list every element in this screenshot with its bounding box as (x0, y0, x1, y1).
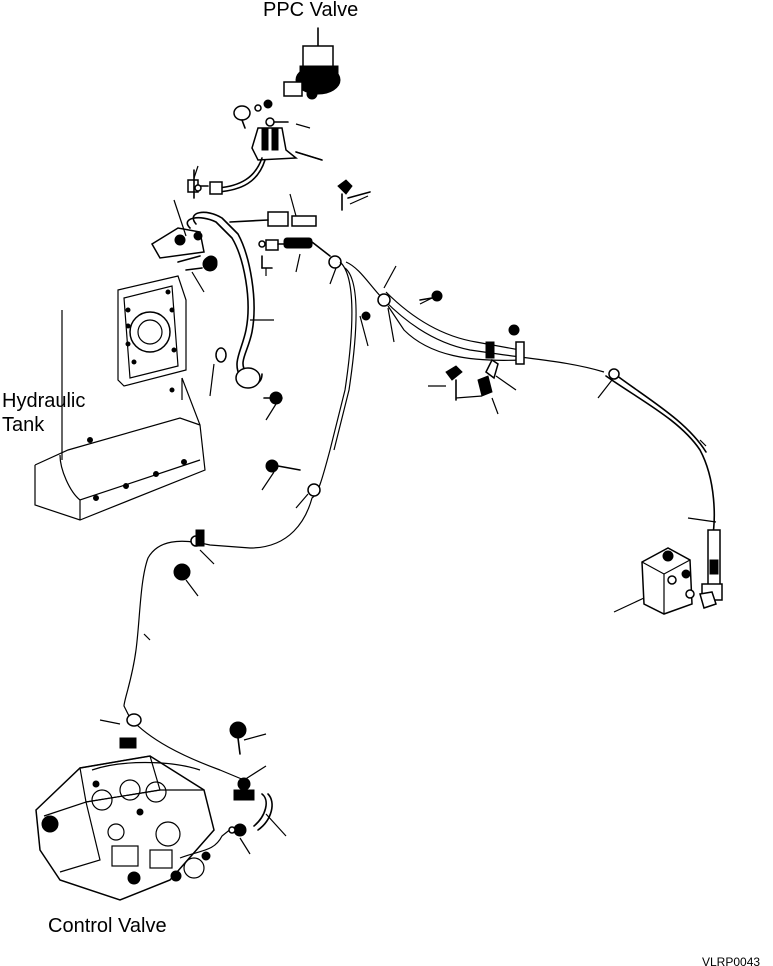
hose-to-control-valve (123, 261, 357, 781)
control-valve-label: Control Valve (48, 915, 167, 937)
pipe-assembly (150, 211, 317, 389)
ppc-valve-label: PPC Valve (263, 0, 359, 21)
tank-label: Tank (2, 414, 45, 436)
hydraulic-label: Hydraulic (2, 390, 86, 412)
right-valve-block (641, 547, 717, 615)
hose-fittings-top (204, 179, 371, 269)
reference-code: VLRP0043 (702, 955, 761, 966)
leader-lines (99, 123, 717, 855)
bolts (263, 391, 301, 473)
control-valve-drawing (35, 713, 273, 901)
hydraulic-tank-drawing (34, 275, 206, 521)
ppc-valve-drawing (187, 27, 341, 199)
